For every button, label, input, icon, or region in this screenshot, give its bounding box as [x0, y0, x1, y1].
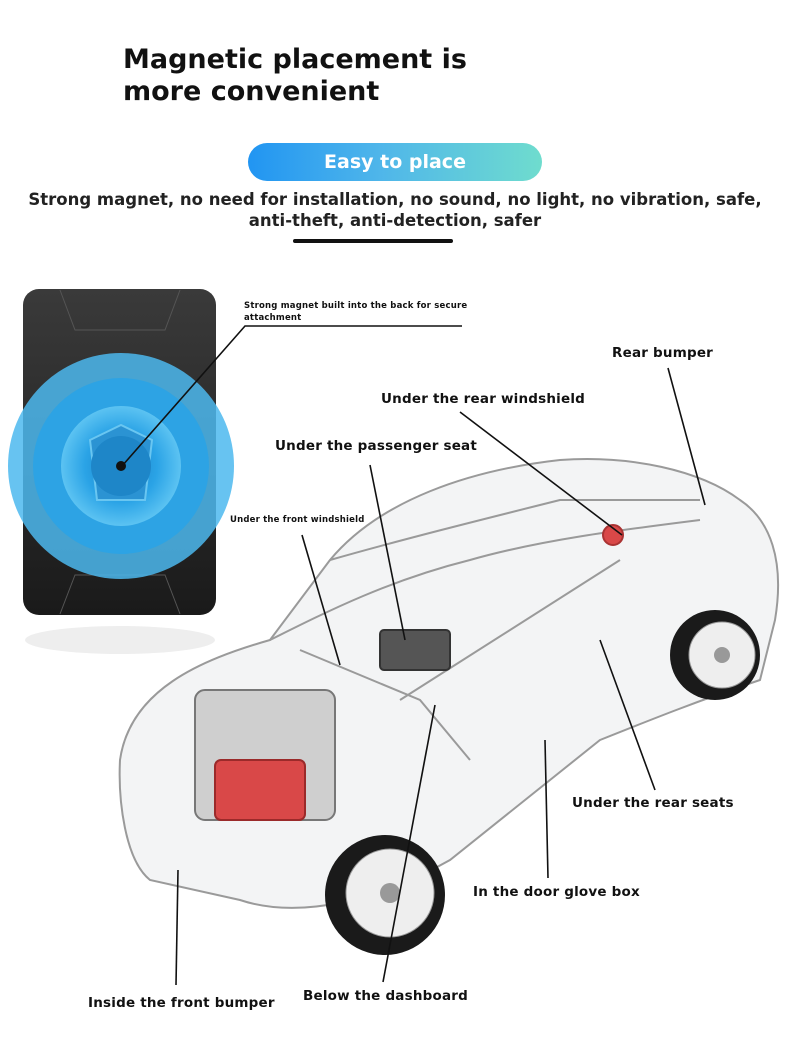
subtitle: Strong magnet, no need for installation,…: [28, 190, 762, 230]
front-wheel: [325, 835, 445, 955]
car-illustration: [118, 458, 779, 909]
label-front-windshield: Under the front windshield: [230, 515, 365, 525]
leader-lines: [121, 325, 706, 986]
label-front-bumper: Inside the front bumper: [88, 995, 275, 1011]
easy-to-place-badge: Easy to place: [248, 143, 542, 181]
label-door-glove-box: In the door glove box: [473, 884, 640, 900]
label-dashboard: Below the dashboard: [303, 988, 469, 1004]
label-passenger-seat: Under the passenger seat: [275, 438, 478, 454]
label-rear-bumper: Rear bumper: [612, 345, 714, 361]
rear-wheel: [670, 610, 760, 700]
label-rear-seats: Under the rear seats: [572, 795, 734, 811]
headline: Magnetic placement is more convenient: [123, 44, 467, 107]
device-callout: Strong magnet built into the back for se…: [244, 301, 468, 323]
label-rear-windshield: Under the rear windshield: [381, 391, 586, 407]
divider: [293, 239, 453, 243]
magnet-icon: [8, 353, 234, 579]
